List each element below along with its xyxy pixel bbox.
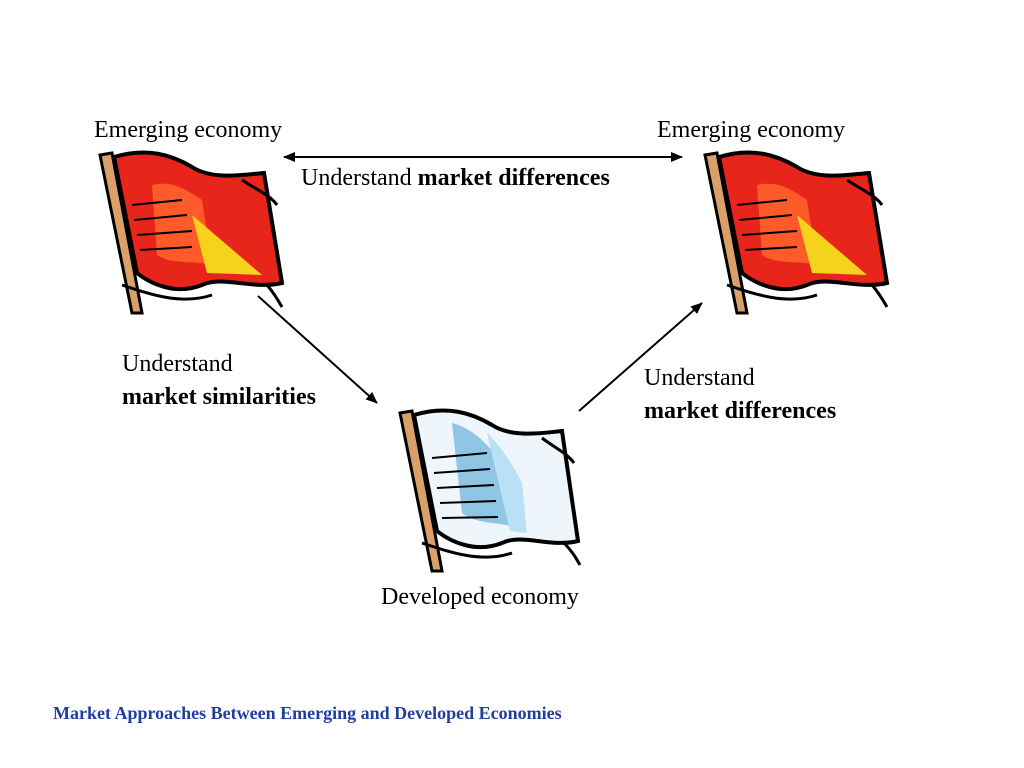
footer-caption: Market Approaches Between Emerging and D… bbox=[53, 703, 562, 723]
red-flag-icon bbox=[703, 150, 890, 315]
node-label-emerging-right: Emerging economy bbox=[657, 117, 846, 143]
edge-label-prefix: Understand bbox=[122, 351, 233, 377]
edge-label-top: Understand market differences bbox=[301, 162, 610, 195]
edge-label-right: Understand market differences bbox=[644, 362, 836, 428]
red-flag-icon bbox=[98, 150, 285, 315]
edge-label-left: Understand market similarities bbox=[122, 348, 316, 414]
node-label-developed: Developed economy bbox=[381, 584, 579, 610]
edge-label-prefix: Understand bbox=[301, 165, 412, 191]
edge-label-emphasis: market differences bbox=[644, 398, 837, 424]
arrow-emerging-to-developed bbox=[257, 295, 378, 404]
arrow-developed-to-emerging bbox=[578, 302, 703, 412]
edge-label-emphasis: market differences bbox=[417, 165, 610, 191]
edge-label-prefix: Understand bbox=[644, 365, 755, 391]
node-label-emerging-left: Emerging economy bbox=[94, 117, 283, 143]
edge-label-emphasis: market similarities bbox=[122, 384, 316, 410]
white-flag-icon bbox=[398, 408, 582, 573]
